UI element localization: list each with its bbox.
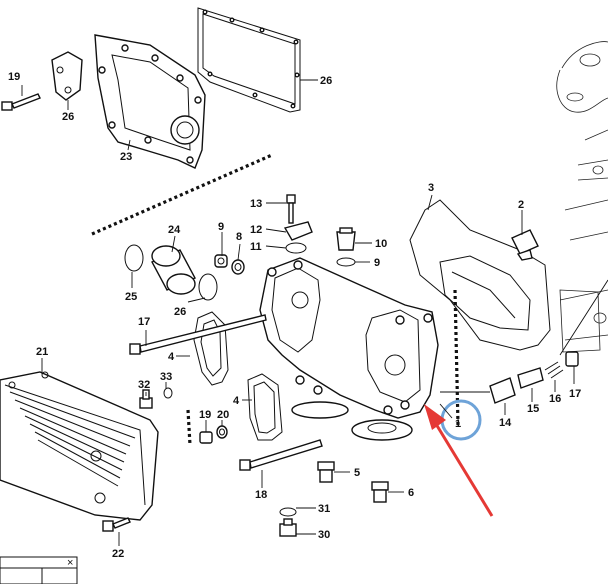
part-7-washer [231,259,245,275]
label-part-22: 21 [36,346,48,358]
assembly-dash-line-right [453,289,460,426]
part-31-washer [279,507,297,517]
part-14-axis-line [440,279,608,393]
part-29-bolt [1,93,41,111]
label-part-21: 20 [217,409,229,421]
part-6-nipple [371,481,389,503]
part-3-gasket [409,199,551,351]
label-part-3: 3 [428,182,434,194]
leader-lines [21,79,575,546]
label-part-10: 10 [375,238,387,250]
engine-block-outline [556,41,608,353]
label-part-31: 31 [318,503,330,515]
label-part-12: 12 [250,224,262,236]
label-part-11: 11 [250,241,262,253]
part-18-bolt [129,314,267,355]
part-11-o-ring [285,242,307,254]
label-part-18: 17 [138,316,150,328]
label-part-23: 22 [112,548,124,560]
label-part-9: 9 [374,257,380,269]
label-part-16: 16 [549,393,561,405]
label-part-25: 24 [168,224,181,236]
label-part-7: 8 [236,231,242,243]
label-part-28: 26 [62,111,74,123]
label-part-6: 6 [408,487,414,499]
part-25-sleeve [151,245,196,295]
label-part-32: 32 [138,379,150,391]
part-21-washer [216,425,228,439]
window-close-button[interactable]: × [67,557,73,569]
part-2-sensor [511,229,539,261]
label-part-19: 18 [255,489,267,501]
part-19-bolt [239,439,323,471]
label-part-33: 33 [160,371,172,383]
label-part-29: 19 [8,71,20,83]
label-part-4-a: 4 [168,351,175,363]
part-16-pin [544,361,564,379]
part-24-cover-plate [94,34,206,169]
label-part-26-a: 25 [125,291,137,303]
label-part-8: 9 [218,221,224,233]
label-part-2: 2 [518,199,524,211]
assembly-dash-line-top [91,153,273,236]
part-number-labels: 19 26 23 26 24 25 26 9 8 13 12 11 10 9 3… [8,71,581,560]
part-14-valve [489,377,516,404]
part-8-plug [214,254,228,268]
assembly-dash-line-left [186,409,192,446]
part-1-oil-filter-housing [259,257,439,441]
part-4-gasket-a [193,311,229,386]
label-part-27: 26 [320,75,332,87]
label-part-17: 17 [569,388,581,400]
part-12-clamp [283,221,313,241]
part-15-spring [517,367,544,389]
part-5-nipple [317,461,335,483]
label-part-5: 5 [354,467,360,479]
pointer-arrow [424,404,494,517]
label-part-24: 23 [120,151,132,163]
part-20-plug [199,431,213,444]
label-part-26-b: 26 [174,306,186,318]
label-part-30: 30 [318,529,330,541]
label-part-15: 15 [527,403,539,415]
label-part-13: 13 [250,198,262,210]
part-27-gasket [197,7,301,113]
part-4-gasket-b [247,373,283,441]
part-23-bolt [102,517,131,532]
part-26-o-ring [124,244,218,301]
part-30-plug [279,518,297,537]
part-17-plug [565,351,579,367]
label-part-20: 19 [199,409,211,421]
part-13-screw [286,194,296,224]
part-9-ring [336,257,356,267]
part-28-bracket [51,51,83,101]
part-10-cap [336,227,356,251]
label-part-4-b: 4 [233,395,240,407]
part-33-ring [163,387,173,399]
label-part-14: 14 [499,417,512,429]
window-fragment [0,556,78,584]
part-22-oil-cooler [0,371,159,521]
label-part-1: 1 [455,418,461,430]
